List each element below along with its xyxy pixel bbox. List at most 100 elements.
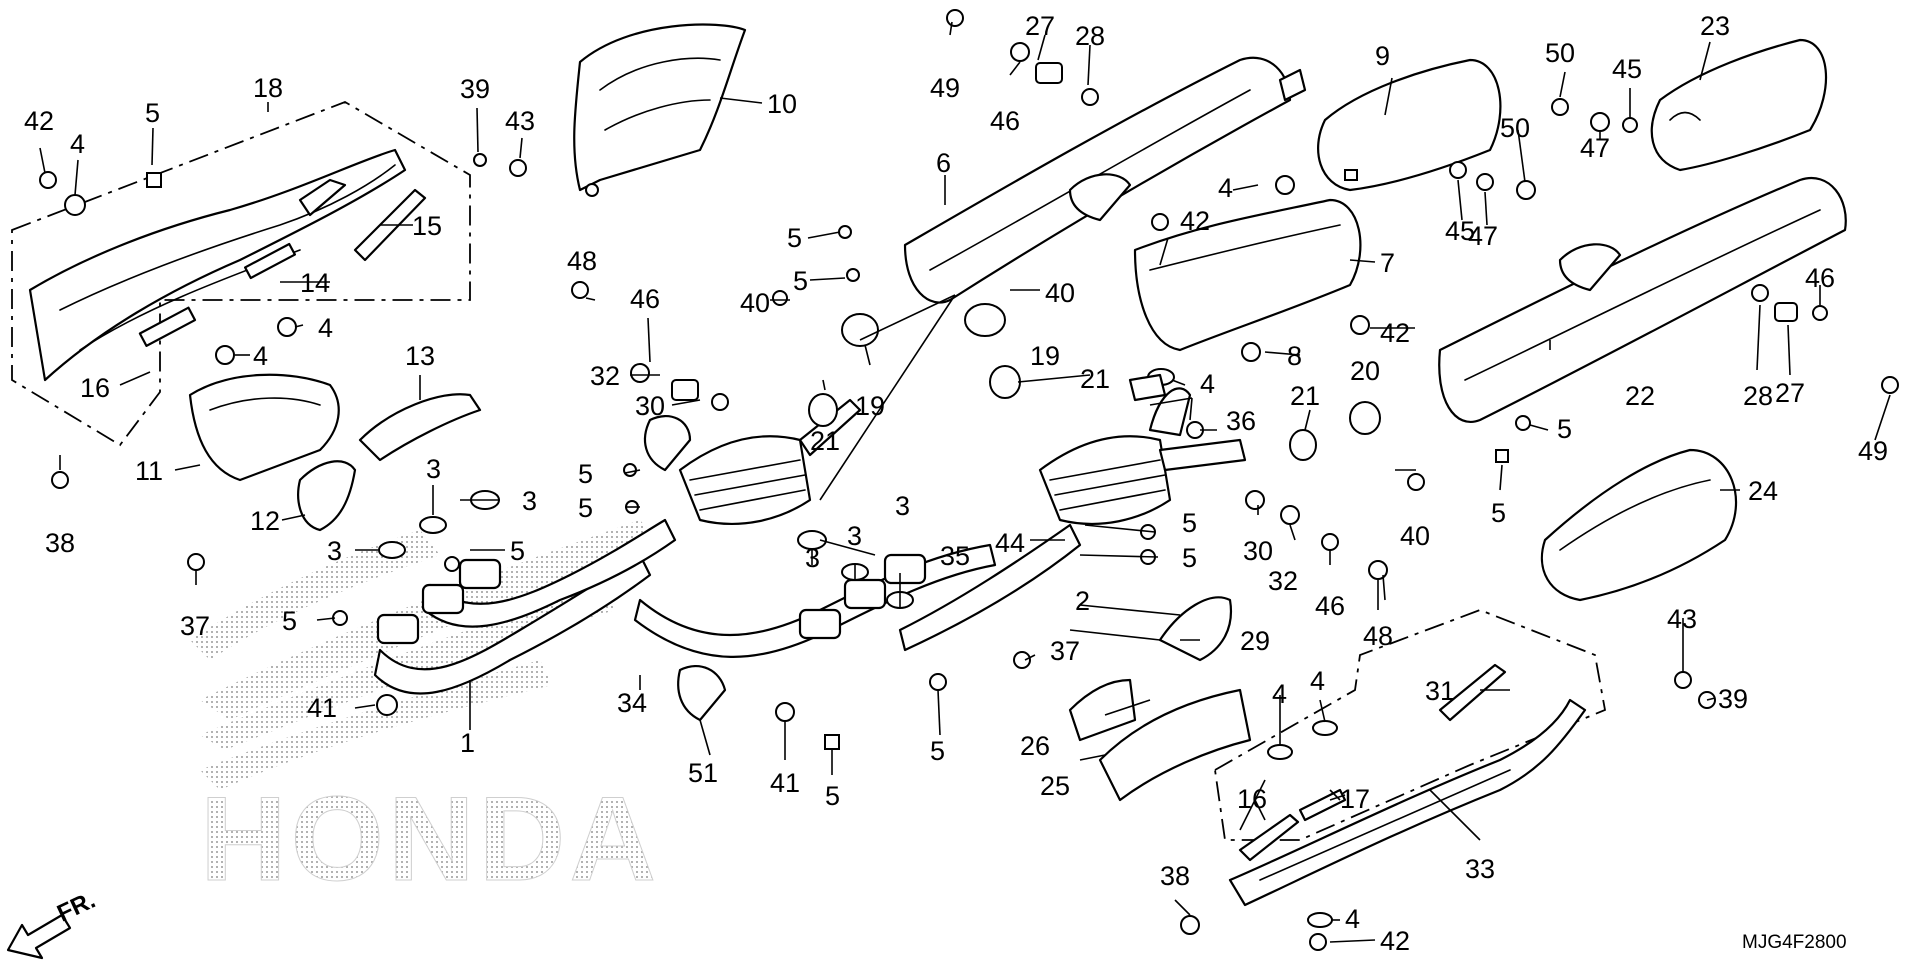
callout-4: 4 xyxy=(1272,679,1287,709)
callout-40: 40 xyxy=(1045,278,1075,308)
front-direction-arrow: FR. xyxy=(6,887,100,960)
callout-15: 15 xyxy=(412,211,442,241)
callout-3: 3 xyxy=(522,486,537,516)
callout-5: 5 xyxy=(787,223,802,253)
callout-14: 14 xyxy=(300,268,330,298)
callout-5: 5 xyxy=(145,98,160,128)
part-18-left-heat-shield xyxy=(28,148,407,382)
callout-20: 20 xyxy=(1350,356,1380,386)
callout-4: 4 xyxy=(318,313,333,343)
callout-4: 4 xyxy=(1310,666,1325,696)
callout-26: 26 xyxy=(1020,731,1050,761)
callout-6: 6 xyxy=(936,148,951,178)
callout-25: 25 xyxy=(1040,771,1070,801)
callout-10: 10 xyxy=(767,89,797,119)
callout-28: 28 xyxy=(1743,381,1773,411)
callout-38: 38 xyxy=(45,528,75,558)
callout-16: 16 xyxy=(80,373,110,403)
callout-36: 36 xyxy=(1226,406,1256,436)
part-13-bracket xyxy=(358,393,482,462)
part-25-26-29-brackets xyxy=(1068,596,1252,802)
callout-7: 7 xyxy=(1380,248,1395,278)
callout-5: 5 xyxy=(1182,543,1197,573)
callout-42: 42 xyxy=(1380,926,1410,956)
callout-21: 21 xyxy=(810,426,840,456)
callout-4: 4 xyxy=(1345,904,1360,934)
callout-19: 19 xyxy=(1030,341,1060,371)
callout-48: 48 xyxy=(1363,621,1393,651)
callout-13: 13 xyxy=(405,341,435,371)
callout-4: 4 xyxy=(1200,369,1215,399)
leader-lines xyxy=(39,21,1891,943)
callout-50: 50 xyxy=(1545,38,1575,68)
group-18-frame xyxy=(11,101,471,447)
callout-32: 32 xyxy=(590,361,620,391)
callout-43: 43 xyxy=(1667,604,1697,634)
callout-39: 39 xyxy=(1718,684,1748,714)
callout-46: 46 xyxy=(1805,263,1835,293)
callout-27: 27 xyxy=(1775,378,1805,408)
callout-49: 49 xyxy=(930,73,960,103)
part-33-lower-heat-shield xyxy=(1228,698,1587,907)
part-23-end-cap xyxy=(1650,38,1828,172)
callout-5: 5 xyxy=(578,459,593,489)
callout-5: 5 xyxy=(825,781,840,811)
callout-37: 37 xyxy=(1050,636,1080,666)
part-11-cover xyxy=(188,373,340,482)
callout-5: 5 xyxy=(1557,414,1572,444)
part-24-heat-shield xyxy=(1540,448,1738,602)
callout-3: 3 xyxy=(847,521,862,551)
callout-29: 29 xyxy=(1240,626,1270,656)
callout-43: 43 xyxy=(505,106,535,136)
callout-4: 4 xyxy=(70,129,85,159)
callout-42: 42 xyxy=(1180,206,1210,236)
callout-30: 30 xyxy=(1243,536,1273,566)
callout-37: 37 xyxy=(180,611,210,641)
callout-23: 23 xyxy=(1700,11,1730,41)
callout-48: 48 xyxy=(567,246,597,276)
callout-3: 3 xyxy=(426,454,441,484)
callout-11: 11 xyxy=(135,456,163,486)
callout-5: 5 xyxy=(578,493,593,523)
callout-24: 24 xyxy=(1748,476,1778,506)
part-2-catalytic-converter xyxy=(633,398,1247,658)
callout-47: 47 xyxy=(1468,221,1498,251)
washer-3-group-left xyxy=(378,490,500,559)
diagram-code: MJG4F2800 xyxy=(1742,932,1847,953)
callout-34: 34 xyxy=(617,688,647,718)
callout-41: 41 xyxy=(307,693,337,723)
callout-3: 3 xyxy=(327,536,342,566)
callout-5: 5 xyxy=(930,736,945,766)
callout-2: 2 xyxy=(1075,586,1090,616)
callout-46: 46 xyxy=(990,106,1020,136)
callout-16: 16 xyxy=(1237,784,1267,814)
callout-30: 30 xyxy=(635,391,665,421)
callout-5: 5 xyxy=(793,266,808,296)
callout-46: 46 xyxy=(630,284,660,314)
honda-watermark-text: HONDA xyxy=(200,772,660,906)
callout-45: 45 xyxy=(1612,54,1642,84)
callout-32: 32 xyxy=(1268,566,1298,596)
part-14-clip xyxy=(244,242,296,280)
callout-21: 21 xyxy=(1080,364,1110,394)
callout-19: 19 xyxy=(855,391,885,421)
callout-28: 28 xyxy=(1075,21,1105,51)
callout-5: 5 xyxy=(1491,498,1506,528)
callout-38: 38 xyxy=(1160,861,1190,891)
callout-50: 50 xyxy=(1500,113,1530,143)
callout-47: 47 xyxy=(1580,133,1610,163)
callout-3: 3 xyxy=(895,491,910,521)
callout-51: 51 xyxy=(688,758,718,788)
callout-49: 49 xyxy=(1858,436,1888,466)
part-1-exhaust-pipe xyxy=(373,518,677,695)
callout-4: 4 xyxy=(253,341,268,371)
callout-21: 21 xyxy=(1290,381,1320,411)
part-7-heat-shield xyxy=(1133,198,1362,352)
callout-5: 5 xyxy=(1182,508,1197,538)
callout-1: 1 xyxy=(460,728,475,758)
callout-42: 42 xyxy=(1380,318,1410,348)
callout-8: 8 xyxy=(1287,341,1302,371)
callout-27: 27 xyxy=(1025,11,1055,41)
callout-17: 17 xyxy=(1340,784,1370,814)
